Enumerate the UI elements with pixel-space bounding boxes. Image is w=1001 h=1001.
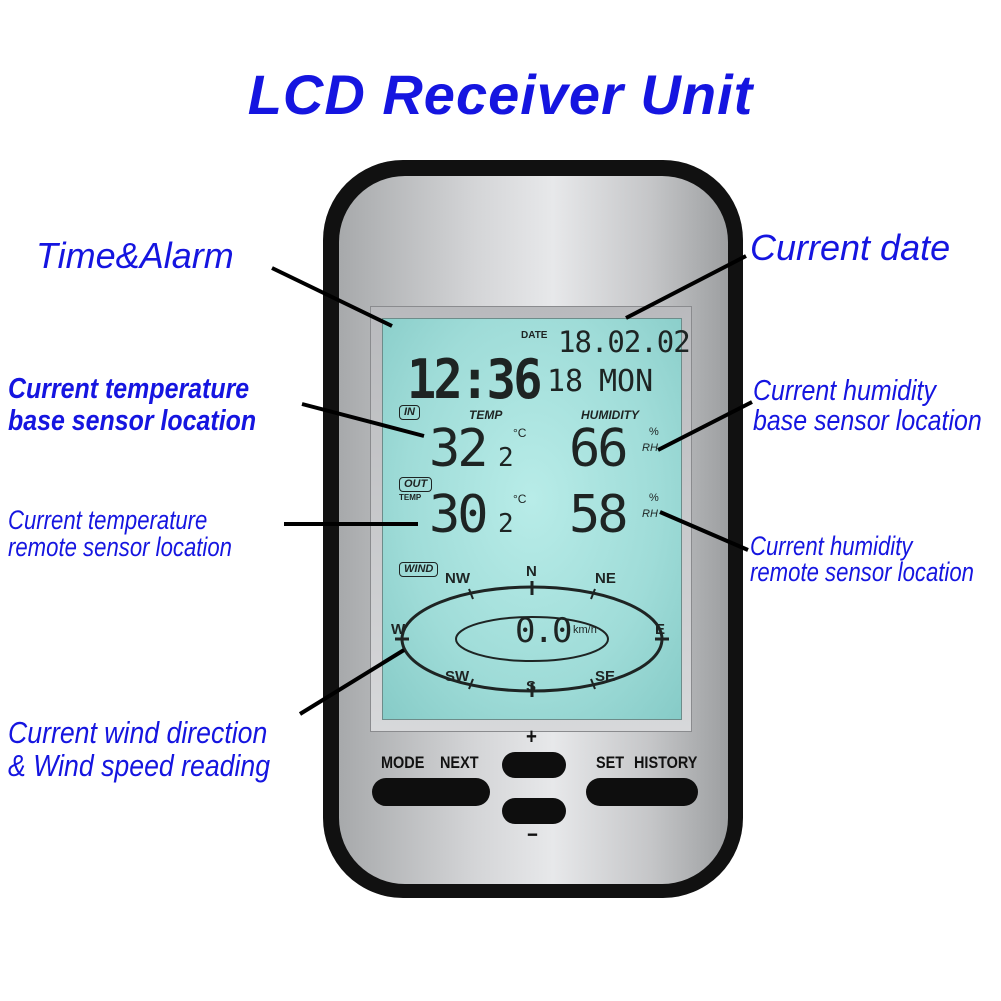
weekday-value: MON — [599, 364, 654, 399]
out-humidity-percent: % — [649, 492, 659, 504]
callout-humidity-base-line1: Current humidity — [753, 375, 936, 407]
compass-n: N — [526, 563, 537, 580]
minus-button[interactable] — [502, 798, 566, 824]
wind-speed-value: 0.0 — [515, 611, 572, 651]
date-label: DATE — [521, 330, 548, 341]
compass-s: S — [526, 678, 537, 695]
out-humidity-value: 58 — [569, 485, 629, 545]
callout-humidity-remote-line2: remote sensor location — [750, 557, 974, 587]
tick-ne — [590, 588, 596, 600]
diagram-title: LCD Receiver Unit — [247, 63, 754, 126]
callout-temp-base-line2: base sensor location — [8, 405, 257, 437]
seconds-value: 18 — [547, 364, 584, 399]
callout-temp-remote-line2: remote sensor location — [8, 532, 232, 562]
in-humidity-rh: RH — [642, 442, 658, 454]
mode-label: MODE — [381, 753, 425, 772]
in-humidity-value: 66 — [569, 419, 629, 479]
wind-speed-unit: km/h — [573, 624, 597, 636]
compass-nw: NW — [445, 570, 470, 587]
wind-label: WIND — [399, 562, 439, 577]
compass-inner-ring — [455, 616, 609, 662]
callout-current-date: Current date — [750, 227, 951, 268]
in-temp-decimal: 2 — [498, 443, 514, 473]
callout-time-alarm: Time&Alarm — [36, 235, 234, 276]
wind-compass — [395, 581, 669, 697]
leader-time-alarm — [271, 266, 393, 328]
compass-sw: SW — [445, 668, 470, 685]
plus-label: + — [526, 724, 537, 749]
lcd-screen: DATE 18.02.02 12:36 18 MON IN TEMP HUMID… — [382, 318, 691, 720]
leader-humidity-remote — [659, 510, 749, 552]
time-value: 12:36 — [407, 348, 542, 411]
leader-current-date — [625, 254, 747, 320]
out-temp-main: 30 — [429, 485, 489, 545]
next-label: NEXT — [440, 753, 479, 772]
out-label: OUT — [399, 477, 433, 492]
date-value: 18.02.02 — [558, 325, 691, 359]
out-humidity-rh: RH — [642, 508, 658, 520]
callout-wind-line2: & Wind speed reading — [8, 748, 271, 783]
in-label: IN — [399, 405, 420, 420]
leader-humidity-base — [657, 400, 753, 452]
history-label: HISTORY — [634, 753, 698, 772]
tick-sw — [468, 678, 474, 690]
tick-nw — [468, 588, 474, 600]
compass-se: SE — [595, 668, 616, 685]
out-temp-unit: °C — [513, 492, 527, 506]
humidity-label: HUMIDITY — [581, 408, 639, 422]
minus-label: − — [527, 822, 538, 847]
callout-humidity-base-line2: base sensor location — [753, 405, 982, 437]
callout-temp-remote-line1: Current temperature — [8, 505, 208, 535]
out-temp-decimal: 2 — [498, 509, 514, 539]
leader-wind — [298, 648, 406, 716]
compass-e: E — [655, 621, 666, 638]
in-temp-main: 32 — [429, 419, 489, 479]
compass-w: W — [391, 621, 406, 638]
callout-temp-base-line1: Current temperature — [8, 373, 250, 405]
set-label: SET — [596, 753, 625, 772]
leader-temp-base — [301, 402, 425, 438]
callout-humidity-remote-line1: Current humidity — [750, 531, 913, 561]
tick-se — [590, 678, 596, 690]
plus-button[interactable] — [502, 752, 566, 778]
out-temp-label: TEMP — [399, 493, 422, 502]
temp-label: TEMP — [469, 408, 503, 422]
callout-wind-line1: Current wind direction — [8, 715, 268, 750]
mode-next-button[interactable] — [372, 778, 490, 806]
in-humidity-percent: % — [649, 426, 659, 438]
compass-ne: NE — [595, 570, 616, 587]
in-temp-unit: °C — [513, 426, 527, 440]
set-history-button[interactable] — [586, 778, 698, 806]
